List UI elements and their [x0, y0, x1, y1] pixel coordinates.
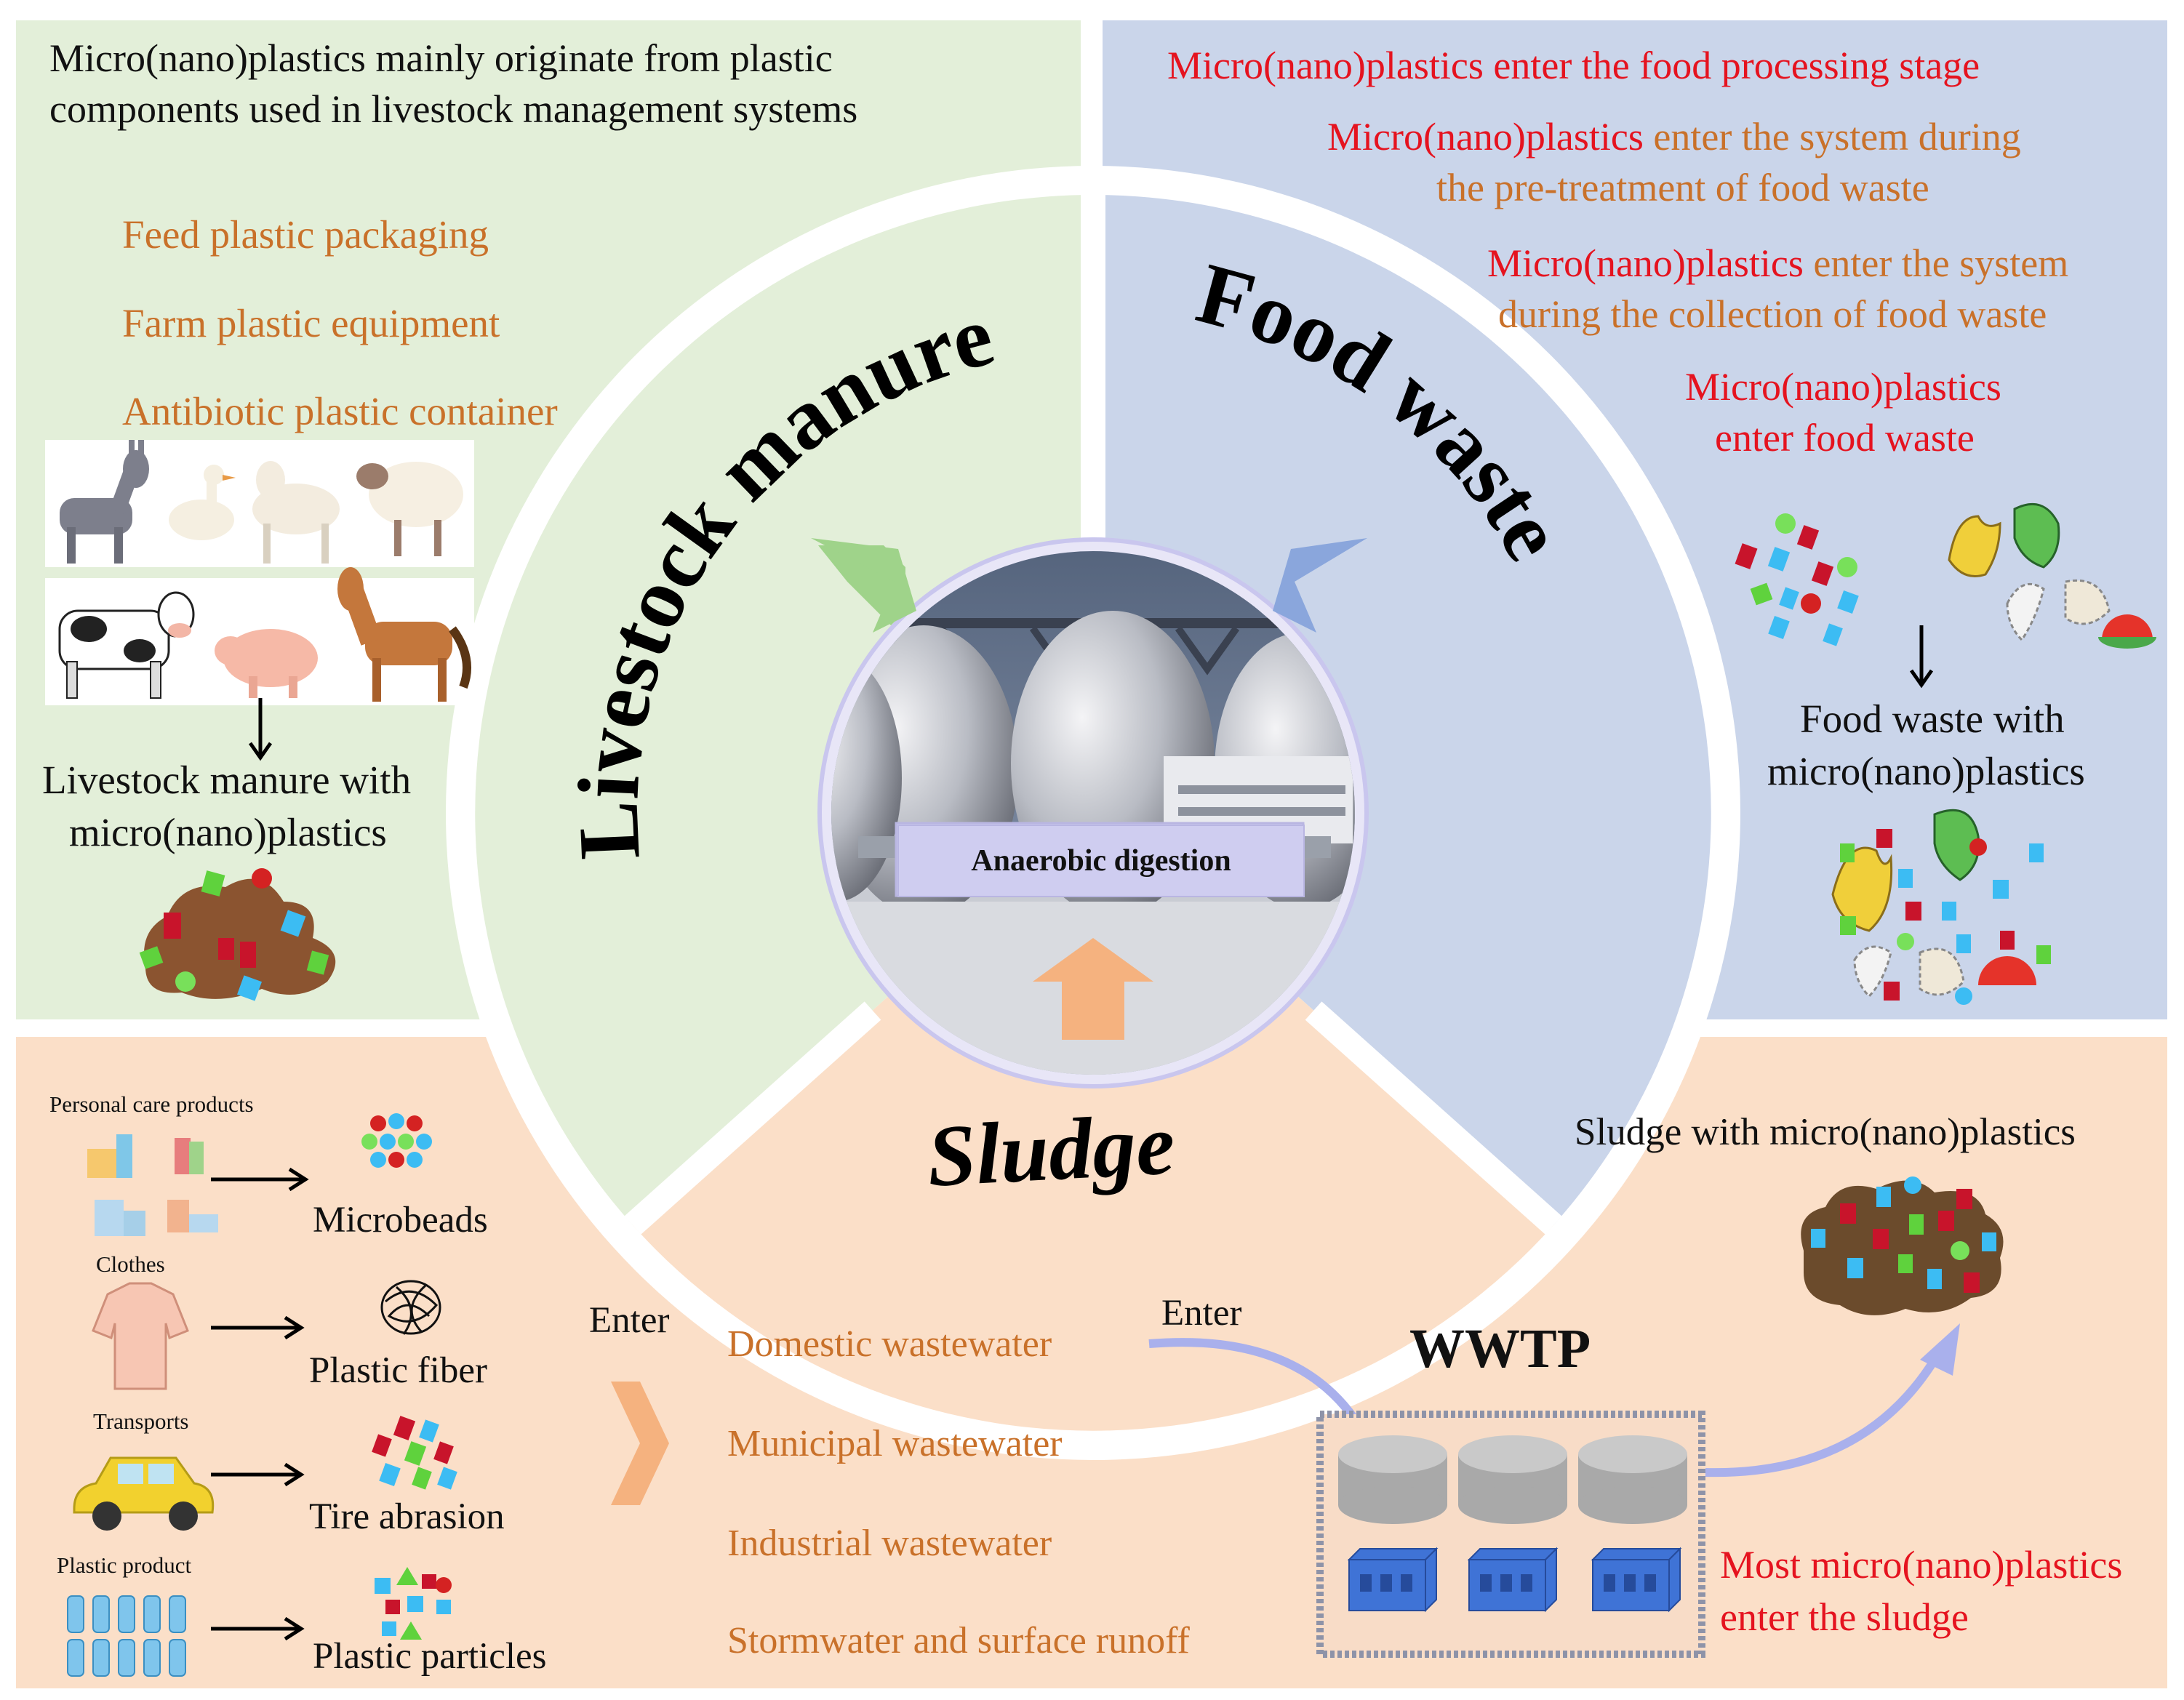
food-scrap-icon [1948, 502, 2156, 649]
right-arrow-icon [211, 1167, 309, 1641]
food-step-2a: Micro(nano)plastics enter the system dur… [1327, 115, 2021, 159]
transports-label: Transports [93, 1408, 189, 1434]
sludge-most-2: enter the sludge [1720, 1595, 1969, 1639]
tank-icon [1338, 1435, 1687, 1524]
food-step-4a: Micro(nano)plastics [1685, 365, 2001, 409]
sludge-pile-icon [1801, 1176, 2004, 1315]
food-step-4b: enter food waste [1715, 416, 1975, 460]
food-step-3a: Micro(nano)plastics enter the system [1487, 241, 2069, 285]
donkey-icon [60, 440, 149, 564]
livestock-sector [475, 195, 1093, 1225]
microplastic-particles-icon [1735, 513, 1859, 646]
food-waste-particles-icon [1831, 809, 2051, 1005]
goose-icon [169, 465, 236, 540]
food-step-1: Micro(nano)plastics enter the food proce… [1167, 44, 1980, 87]
livestock-source-1: Feed plastic packaging [122, 212, 489, 257]
wastewater-industrial: Industrial wastewater [727, 1523, 1052, 1564]
food-step-3b: during the collection of food waste [1498, 292, 2047, 336]
bottle-icon [67, 1595, 186, 1677]
livestock-source-3: Antibiotic plastic container [122, 389, 558, 433]
down-arrow-icon [1909, 625, 1934, 689]
livestock-result-2: micro(nano)plastics [69, 810, 387, 854]
wastewater-stormwater: Stormwater and surface runoff [727, 1620, 1190, 1661]
down-arrow-icon [248, 698, 273, 761]
tire-particles-icon [372, 1416, 457, 1490]
cow-icon [58, 591, 195, 699]
sludge-most-1: Most micro(nano)plastics [1720, 1543, 2123, 1587]
livestock-result-1: Livestock manure with [42, 758, 412, 802]
curved-arrow-icon [1705, 1357, 1939, 1478]
personal-care-label: Personal care products [49, 1091, 254, 1117]
shirt-icon [92, 1282, 189, 1390]
chevron-right-icon [611, 1382, 669, 1505]
enter-label-2: Enter [1161, 1293, 1242, 1334]
food-sector [1093, 195, 1711, 1225]
blue-arrow-icon [1273, 538, 1367, 633]
animals-illustration [45, 440, 474, 705]
up-arrow-icon [1033, 938, 1153, 1040]
sheep-icon [356, 462, 463, 556]
clothes-label: Clothes [96, 1251, 165, 1277]
microbeads-icon [361, 1113, 432, 1168]
livestock-intro-2: components used in livestock management … [49, 87, 858, 131]
food-step-2b: the pre-treatment of food waste [1436, 166, 1929, 209]
livestock-source-2: Farm plastic equipment [122, 301, 500, 345]
sludge-result-title: Sludge with micro(nano)plastics [1575, 1111, 2076, 1153]
manure-pile-icon [139, 868, 336, 1001]
plastic-product-label: Plastic product [57, 1552, 192, 1578]
wastewater-domestic: Domestic wastewater [727, 1323, 1052, 1365]
food-result-2: micro(nano)plastics [1767, 749, 2085, 793]
plastic-particles-icon [375, 1567, 452, 1640]
plastic-fiber-label: Plastic fiber [309, 1350, 488, 1391]
wwtp-plant [1316, 1411, 1705, 1658]
personal-care-icon [87, 1134, 218, 1236]
plastic-particles-label: Plastic particles [313, 1636, 547, 1677]
food-result-1: Food waste with [1800, 697, 2065, 741]
wastewater-municipal: Municipal wastewater [727, 1423, 1063, 1464]
horse-icon [337, 567, 471, 702]
livestock-intro-1: Micro(nano)plastics mainly originate fro… [49, 36, 833, 80]
wwtp-title: WWTP [1409, 1318, 1591, 1379]
building-icon [1347, 1547, 1682, 1613]
car-icon [73, 1456, 215, 1531]
tire-abrasion-label: Tire abrasion [309, 1496, 505, 1537]
pig-icon [215, 629, 318, 698]
center-caption: Anaerobic digestion [897, 825, 1305, 897]
goat-icon [252, 461, 340, 564]
fiber-ball-icon [380, 1280, 441, 1335]
sludge-sector [633, 813, 1553, 1431]
microbeads-label: Microbeads [313, 1200, 488, 1240]
enter-label-1: Enter [589, 1300, 670, 1341]
